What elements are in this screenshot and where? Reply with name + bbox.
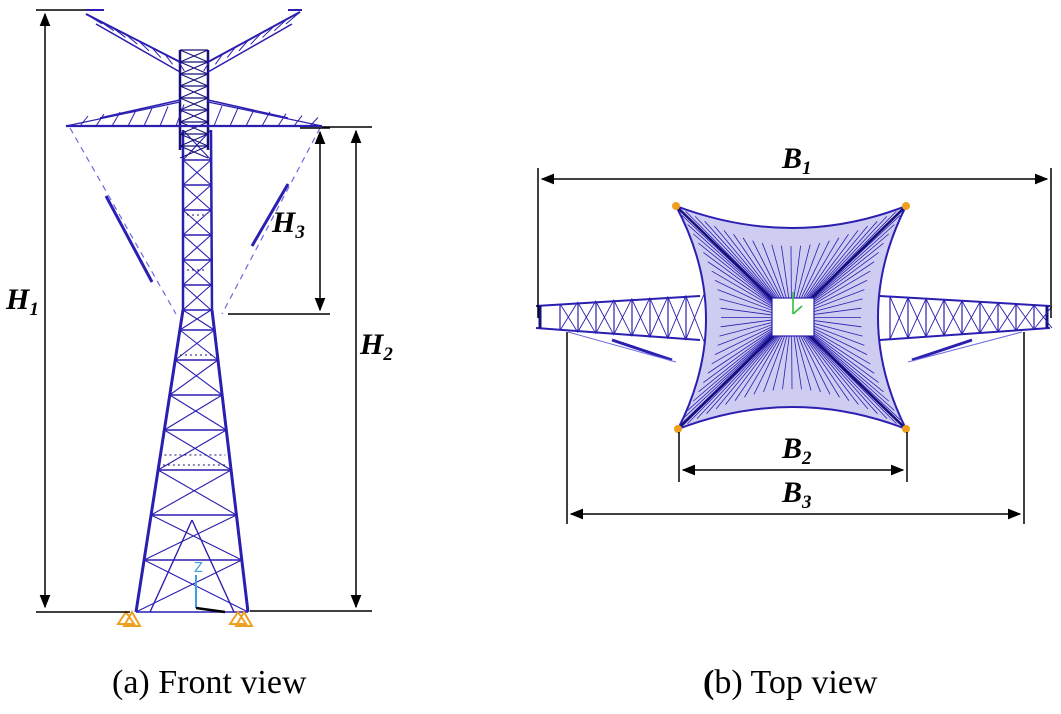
front-supports [116, 609, 254, 627]
dimension-b1: B1 [537, 142, 1052, 318]
support-right [234, 609, 254, 627]
caption-top-view-text: b) Top view [714, 664, 878, 701]
dimension-label-b1: B1 [781, 142, 812, 179]
dimension-label-b2: B2 [781, 432, 812, 469]
dimension-b2: B2 [678, 432, 908, 482]
top-tower-structure [535, 204, 1053, 431]
top-supports [672, 202, 910, 433]
front-tower-structure [65, 9, 323, 613]
dimension-h2: H2 [250, 126, 393, 612]
support-ne [902, 202, 910, 210]
support-sw [674, 425, 682, 433]
caption-front-view: (a) Front view [112, 664, 307, 701]
dimension-label-h2: H2 [359, 328, 393, 365]
dimension-label-h1: H1 [5, 283, 39, 320]
dimension-h3: H3 [228, 127, 330, 315]
caption-top-view: (b) Top view [703, 664, 878, 702]
axis-triad: Z [194, 561, 226, 614]
support-se [902, 425, 910, 433]
top-view: B1 B2 B3 [535, 142, 1053, 524]
axis-z-label: Z [194, 561, 203, 576]
dimension-h1: H1 [5, 9, 130, 613]
support-nw [672, 202, 680, 210]
caption-top-view-paren: ( [703, 664, 715, 701]
dimension-b3: B3 [566, 332, 1025, 524]
front-view: Z H1 H2 H3 [5, 9, 393, 627]
dimension-label-h3: H3 [271, 206, 305, 243]
dimension-label-b3: B3 [781, 476, 812, 513]
support-left-base [122, 609, 142, 627]
support-right-base [228, 610, 248, 625]
